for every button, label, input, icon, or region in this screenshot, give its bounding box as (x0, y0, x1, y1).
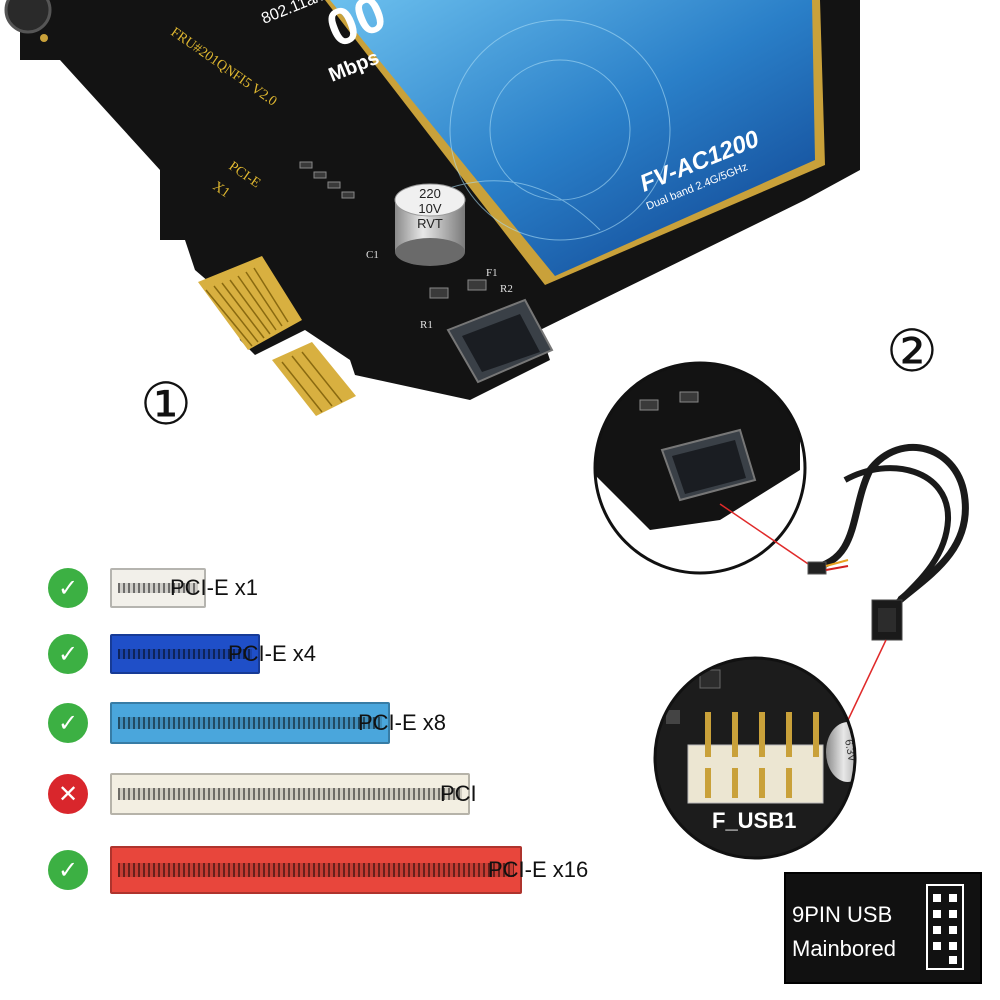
slot-row: ✓ PCI-E x4 (48, 634, 436, 694)
slot-graphic (110, 568, 206, 608)
slot-graphic (110, 634, 260, 674)
slot-row: ✕ PCI (48, 773, 648, 833)
label-f1: F1 (486, 267, 498, 279)
label-c1: C1 (366, 249, 379, 261)
usb-pin-diagram (926, 884, 964, 970)
usb-info-box: 9PIN USB Mainbored (784, 872, 982, 984)
screw-icon (4, 0, 52, 34)
usb-cable (719, 443, 969, 721)
slot-pins (118, 863, 514, 877)
label-r2: R2 (500, 283, 513, 295)
slot-row: ✓ PCI-E x1 (48, 568, 378, 628)
usb-connector (446, 298, 554, 384)
slot-label: PCI (440, 781, 477, 806)
label-r1: R1 (420, 319, 433, 331)
slot-graphic (110, 773, 470, 815)
check-icon: ✓ (48, 850, 88, 890)
check-icon: ✓ (48, 568, 88, 608)
slot-graphic (110, 846, 522, 894)
slot-pins (118, 582, 198, 594)
step-2-marker: ② (886, 317, 938, 385)
slot-row: ✓ PCI-E x16 (48, 846, 696, 906)
cross-icon: ✕ (48, 774, 88, 814)
slot-pins (118, 788, 462, 800)
capacitor-voltage: 10V (418, 201, 441, 216)
usb-info-line1: 9PIN USB (792, 902, 893, 927)
check-icon: ✓ (48, 703, 88, 743)
capacitor-rating: 220 (419, 186, 441, 201)
slot-row: ✓ PCI-E x8 (48, 702, 566, 762)
slot-label: PCI-E x4 (228, 641, 317, 666)
mainboard-zoom-circle: F_USB1 6.3V (653, 656, 858, 860)
header-label: F_USB1 (712, 808, 796, 833)
slot-label: PCI-E x16 (488, 857, 589, 882)
step-1-marker: ① (140, 370, 192, 438)
slot-graphic (110, 702, 390, 744)
wifi-card-pcb: 00 Mbps 802.11a/b/g/n/ac FV-AC1200 Dual … (4, 0, 860, 416)
slot-pins (118, 648, 252, 660)
capacitor: 220 10V RVT (394, 183, 466, 266)
slot-label: PCI-E x1 (170, 575, 259, 600)
slot-pins (118, 717, 382, 729)
usb-info-line2: Mainbored (792, 936, 896, 961)
connector-zoom-circle (593, 361, 807, 575)
board-capacitor-rating: 6.3V (842, 738, 858, 763)
capacitor-series: RVT (417, 216, 443, 231)
gold-contacts (198, 256, 356, 416)
check-icon: ✓ (48, 634, 88, 674)
slot-label: PCI-E x8 (358, 710, 447, 735)
